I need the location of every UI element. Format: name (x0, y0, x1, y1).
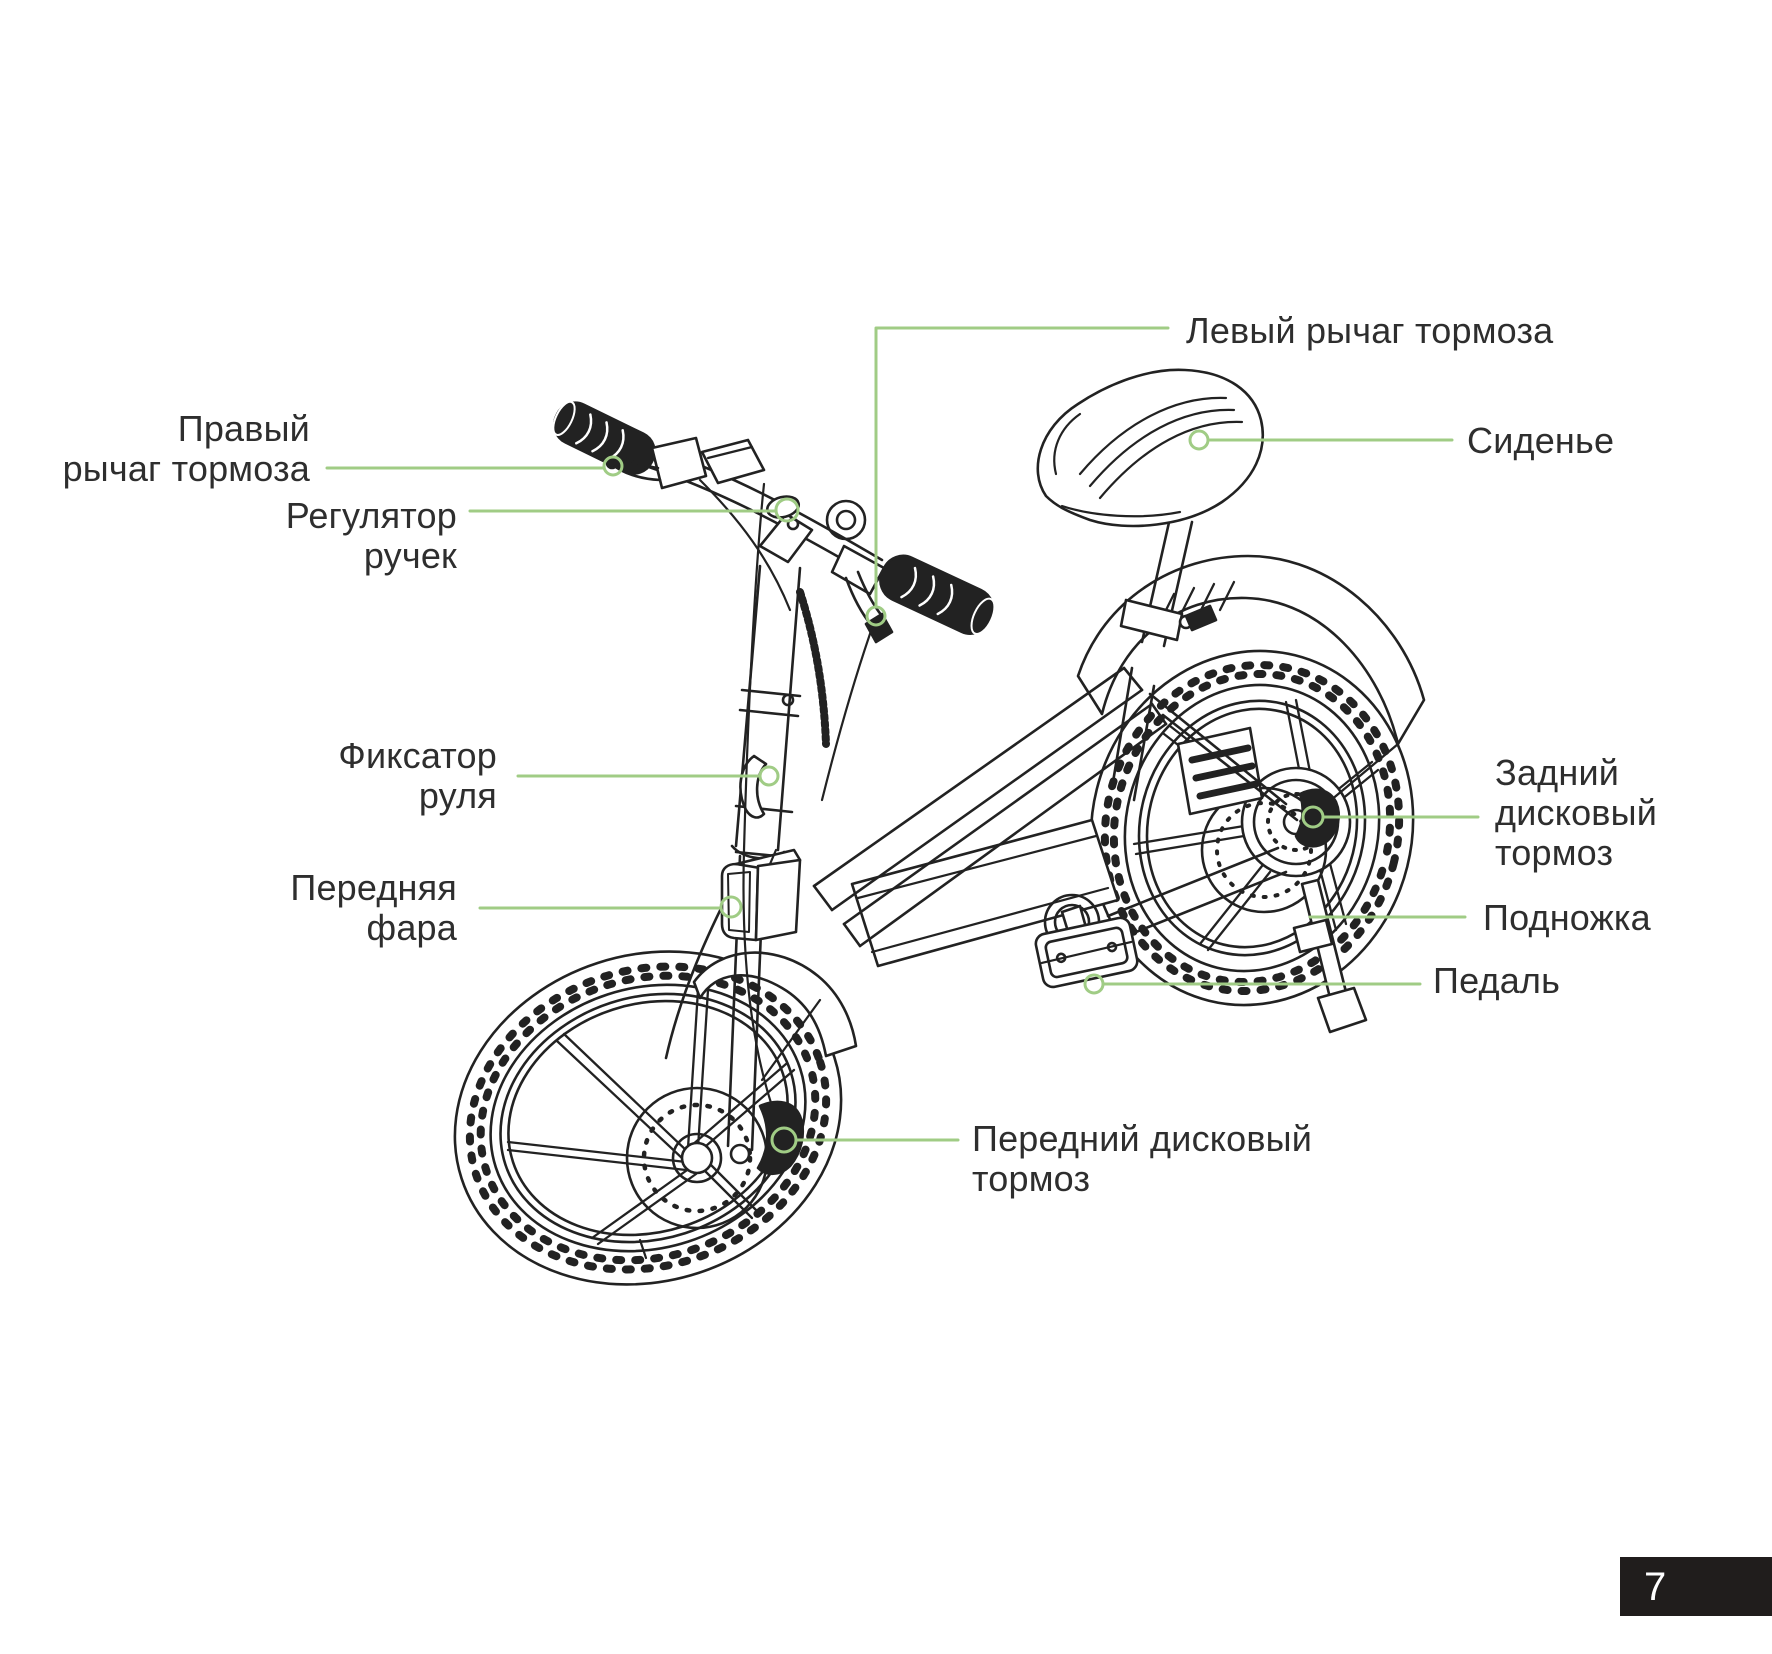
controller-box (1176, 726, 1264, 816)
front-brake-caliper (756, 1100, 804, 1176)
anchor-pedal (1083, 973, 1105, 995)
rear-disc-rotor (1200, 786, 1328, 914)
left-grip (879, 554, 996, 635)
leader-left-brake-lever (874, 326, 1170, 609)
frame-top-tubes (812, 666, 1168, 948)
label-grip-adjuster-line2: ручек (363, 535, 457, 576)
label-front-disc-brake-line1: Передний дисковый (972, 1118, 1313, 1159)
label-rear-disc-brake: Задний дисковый тормоз (1495, 753, 1657, 873)
rear-brake-caliper (1294, 788, 1340, 848)
label-kickstand: Подножка (1483, 898, 1651, 938)
label-grip-adjuster-line1: Регулятор (285, 495, 457, 536)
label-seat: Сиденье (1467, 421, 1614, 461)
pedal (1034, 916, 1139, 989)
label-seat-text: Сиденье (1467, 420, 1615, 461)
label-handlebar-lock-line1: Фиксатор (338, 735, 497, 776)
handlebar (552, 400, 996, 644)
label-pedal-text: Педаль (1433, 960, 1561, 1001)
page-number: 7 (1644, 1564, 1667, 1609)
label-left-brake-lever: Левый рычаг тормоза (1186, 311, 1553, 351)
label-left-brake-lever-text: Левый рычаг тормоза (1186, 310, 1554, 351)
battery-box (850, 818, 1120, 968)
anchor-right-brake-lever (602, 455, 624, 477)
cables (698, 478, 874, 1108)
anchor-rear-disc-brake (1301, 805, 1325, 829)
label-right-brake-lever: Правый рычаг тормоза (30, 409, 310, 489)
front-wheel (453, 950, 843, 1286)
headlight (720, 848, 802, 942)
seat-post (1119, 516, 1218, 648)
label-handlebar-lock: Фиксатор руля (197, 736, 497, 816)
kickstand (1292, 878, 1368, 1034)
saddle (1036, 368, 1265, 528)
anchor-front-light (719, 895, 743, 919)
anchor-seat (1188, 429, 1210, 451)
label-kickstand-text: Подножка (1483, 897, 1651, 938)
anchor-grip-adjuster (774, 497, 800, 523)
anchor-left-brake-lever (865, 605, 887, 627)
label-front-disc-brake: Передний дисковый тормоз (972, 1119, 1312, 1199)
label-front-light-line2: фара (366, 907, 457, 948)
label-rear-disc-brake-line2: дисковый (1495, 792, 1658, 833)
label-front-light-line1: Передняя (290, 867, 457, 908)
display-clamp (700, 438, 766, 485)
left-brake-lever (830, 544, 894, 644)
label-pedal: Педаль (1433, 961, 1560, 1001)
anchor-handlebar-lock (758, 765, 780, 787)
right-brake-lever (605, 436, 708, 490)
rear-wheel (1089, 649, 1415, 1007)
label-right-brake-lever-line2: рычаг тормоза (62, 448, 310, 489)
bell (825, 499, 867, 541)
label-rear-disc-brake-line3: тормоз (1495, 832, 1614, 873)
label-front-light: Передняя фара (157, 868, 457, 948)
label-grip-adjuster: Регулятор ручек (157, 496, 457, 576)
stem (758, 512, 814, 564)
anchor-front-disc-brake (770, 1126, 798, 1154)
right-grip (552, 400, 656, 475)
chain-stays (1106, 846, 1288, 942)
seat-tube (1110, 666, 1156, 802)
front-fender (692, 951, 858, 1082)
front-spokes (506, 988, 796, 1246)
label-handlebar-lock-line2: руля (418, 775, 497, 816)
label-right-brake-lever-line1: Правый (177, 408, 310, 449)
label-front-disc-brake-line2: тормоз (972, 1158, 1091, 1199)
leader-lines (325, 326, 1480, 1154)
page-number-box: 7 (1620, 1557, 1772, 1616)
label-rear-disc-brake-line1: Задний (1495, 752, 1620, 793)
seat-stays (1148, 692, 1299, 822)
